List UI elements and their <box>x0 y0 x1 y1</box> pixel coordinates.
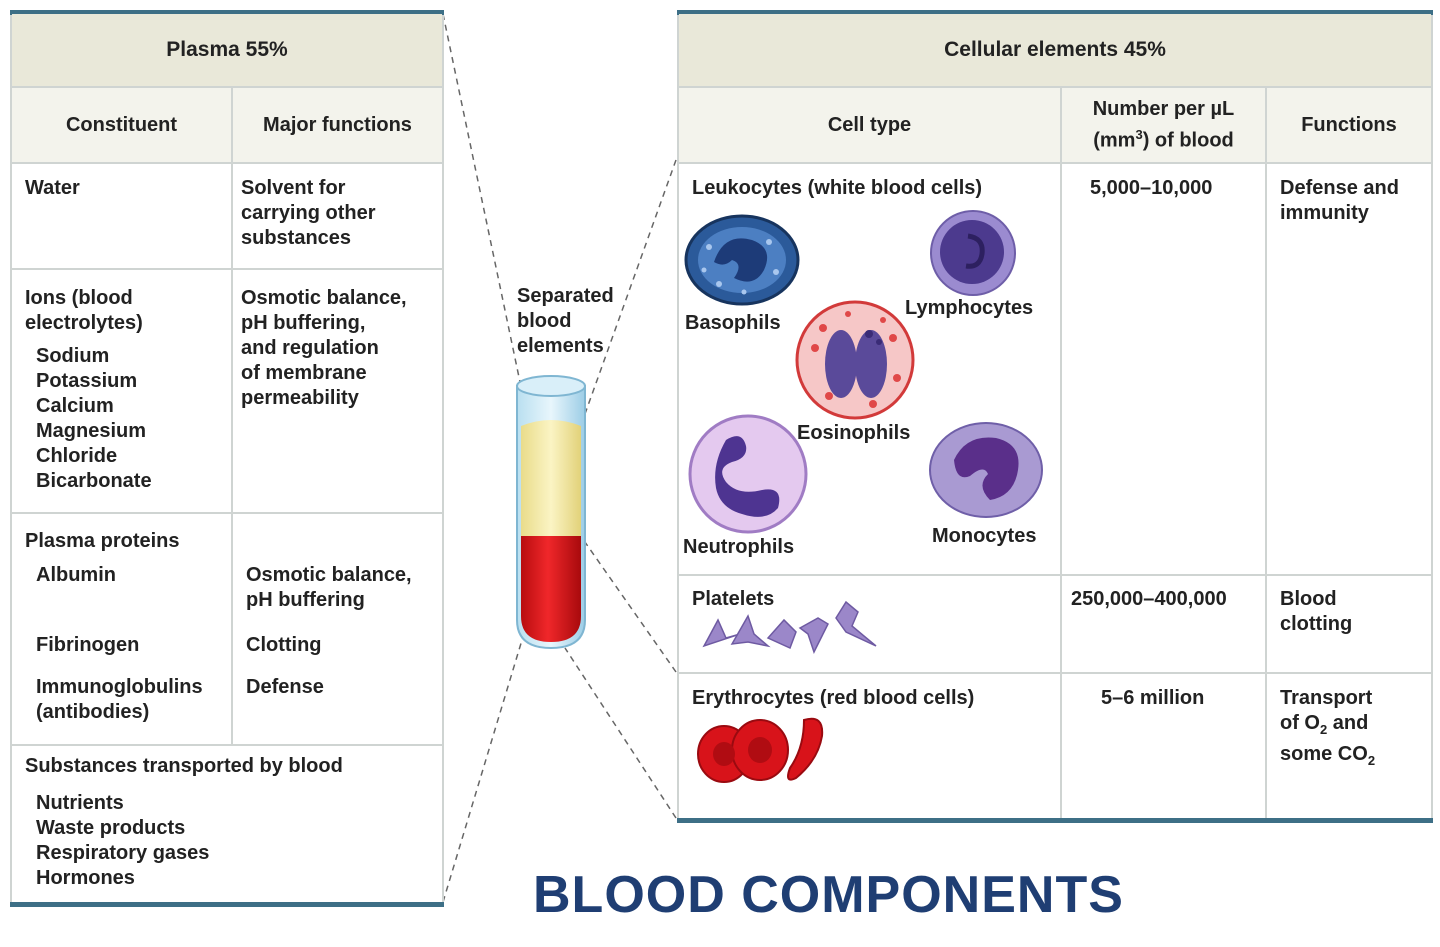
leukocytes-number: 5,000–10,000 <box>1090 177 1213 199</box>
page-title: BLOOD COMPONENTS <box>533 866 1124 924</box>
plasma-table: Plasma 55% Constituent Major functions W… <box>10 10 444 907</box>
lymphocytes-label: Lymphocytes <box>905 297 1034 319</box>
basophil-icon <box>684 214 800 306</box>
fibrinogen-label: Fibrinogen <box>36 634 140 656</box>
neutrophil-icon <box>688 414 808 534</box>
cell-type-header: Cell type <box>679 88 1060 164</box>
cellular-table: Cellular elements 45% Cell type Number p… <box>677 10 1433 823</box>
platelets-label: Platelets <box>692 588 775 610</box>
monocyte-icon <box>929 422 1043 518</box>
water-label: Water <box>25 177 80 199</box>
monocytes-label: Monocytes <box>932 525 1037 547</box>
eosinophil-icon <box>795 300 915 420</box>
platelets-icon <box>702 600 877 654</box>
water-function: Solvent for carrying other substances <box>241 177 376 249</box>
major-functions-header: Major functions <box>233 88 442 164</box>
transported-list: Nutrients Waste products Respiratory gas… <box>36 792 210 889</box>
erythrocytes-number: 5–6 million <box>1101 687 1205 709</box>
ions-list: Sodium Potassium Calcium Magnesium Chlor… <box>36 345 152 492</box>
fibrinogen-function: Clotting <box>246 634 322 656</box>
albumin-label: Albumin <box>36 564 116 586</box>
functions-header: Functions <box>1267 88 1431 164</box>
platelets-function: Blood clotting <box>1280 588 1353 635</box>
eosinophils-label: Eosinophils <box>797 422 911 444</box>
albumin-function: Osmotic balance, pH buffering <box>246 564 412 611</box>
ions-function: Osmotic balance, pH buffering, and regul… <box>241 287 407 409</box>
erythrocytes-icon <box>697 717 824 783</box>
ions-label: Ions (blood electrolytes) <box>25 287 143 334</box>
erythrocytes-function: Transport of O2 and some CO2 <box>1280 687 1376 768</box>
erythrocytes-label: Erythrocytes (red blood cells) <box>692 687 975 709</box>
plasma-proteins-label: Plasma proteins <box>25 530 180 552</box>
leukocytes-label: Leukocytes (white blood cells) <box>692 177 983 199</box>
constituent-header: Constituent <box>12 88 231 164</box>
transported-label: Substances transported by blood <box>25 755 343 777</box>
test-tube-icon <box>516 375 586 650</box>
number-header: Number per µL (mm3) of blood <box>1062 88 1265 164</box>
immunoglobulins-label: Immunoglobulins (antibodies) <box>36 676 203 723</box>
cellular-header: Cellular elements 45% <box>679 14 1431 88</box>
plasma-header: Plasma 55% <box>12 14 442 88</box>
lymphocyte-icon <box>930 210 1016 296</box>
leukocytes-function: Defense and immunity <box>1280 177 1399 224</box>
immunoglobulins-function: Defense <box>246 676 324 698</box>
tube-label: Separated blood elements <box>517 285 614 357</box>
basophils-label: Basophils <box>685 312 781 334</box>
neutrophils-label: Neutrophils <box>683 536 795 558</box>
platelets-number: 250,000–400,000 <box>1071 588 1227 610</box>
